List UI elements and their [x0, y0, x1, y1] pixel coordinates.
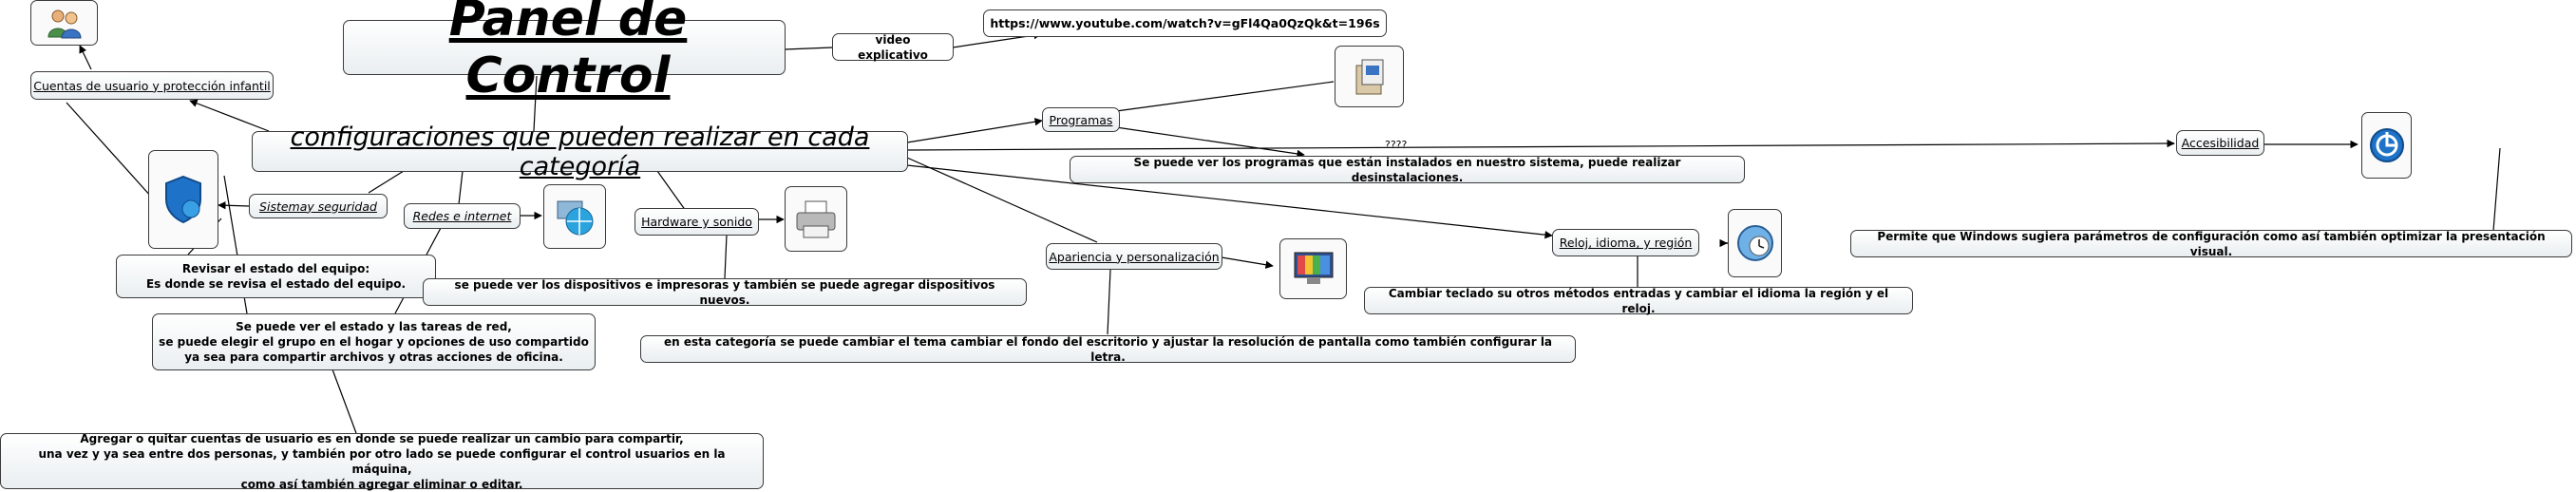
clock-note: Cambiar teclado su otros métodos entrada… [1364, 286, 1913, 315]
hardware-note-text: se puede ver los dispositivos e impresor… [454, 277, 995, 307]
user-accounts-note-line-2: una vez y ya sea entre dos personas, y t… [38, 446, 726, 476]
clock-region-label: Reloj, idioma, y región [1559, 236, 1693, 250]
topic-clock-region[interactable]: Reloj, idioma, y región [1552, 229, 1699, 256]
video-explainer-node[interactable]: video explicativo [832, 32, 954, 62]
security-icon-box [148, 150, 218, 249]
network-icon-box [543, 184, 606, 249]
clock-icon-box [1728, 209, 1782, 277]
page-title: Panel de Control [343, 0, 786, 104]
user-accounts-note-line-3: como así también agregar eliminar o edit… [240, 477, 523, 491]
hardware-label: Hardware y sonido [641, 215, 752, 229]
video-url-node[interactable]: https://www.youtube.com/watch?v=gFl4Qa0Q… [983, 9, 1387, 37]
hardware-note: se puede ver los dispositivos e impresor… [423, 277, 1027, 307]
appearance-icon-box [1279, 238, 1347, 299]
programs-note: Se puede ver los programas que están ins… [1070, 155, 1745, 184]
accessibility-note: Permite que Windows sugiera parámetros d… [1850, 229, 2572, 258]
display-monitor-icon [1294, 252, 1333, 284]
security-note-line-1: Revisar el estado del equipo: [181, 262, 370, 275]
appearance-note: en esta categoría se puede cambiar el te… [640, 334, 1576, 364]
security-label: Sistemay seguridad [259, 199, 377, 214]
security-note-line-2: Es donde se revisa el estado del equipo. [145, 277, 407, 291]
video-explainer-label: video explicativo [858, 32, 928, 62]
network-globe-icon [557, 200, 594, 236]
title-text: Panel de Control [448, 0, 688, 104]
edge-label-unknown: ???? [1385, 139, 1408, 151]
shield-icon [165, 175, 201, 224]
topic-user-accounts[interactable]: Cuentas de usuario y protección infantil [30, 71, 274, 100]
central-topic[interactable]: configuraciones que pueden realizar en c… [252, 123, 908, 181]
topic-security[interactable]: Sistemay seguridad [249, 194, 388, 218]
topic-accessibility[interactable]: Accesibilidad [2176, 130, 2264, 156]
topic-hardware[interactable]: Hardware y sonido [635, 208, 759, 236]
network-note-line-3: ya sea para compartir archivos y otras a… [184, 350, 563, 364]
user-accounts-label: Cuentas de usuario y protección infantil [33, 78, 271, 93]
programs-icon-box [1335, 46, 1404, 107]
network-note: Se puede ver el estado y las tareas de r… [152, 313, 596, 370]
hardware-icon-box [785, 186, 847, 252]
appearance-label: Apariencia y personalización [1049, 249, 1220, 264]
network-label: Redes e internet [412, 209, 512, 223]
accessibility-icon-box [2361, 112, 2412, 179]
central-topic-text: configuraciones que pueden realizar en c… [290, 122, 870, 181]
topic-appearance[interactable]: Apariencia y personalización [1046, 243, 1222, 270]
clock-globe-icon [1736, 225, 1773, 261]
network-note-line-2: se puede elegir el grupo en el hogar y o… [159, 335, 589, 349]
topic-programs[interactable]: Programas [1042, 107, 1120, 132]
video-url-link[interactable]: https://www.youtube.com/watch?v=gFl4Qa0Q… [990, 15, 1380, 30]
programs-label: Programas [1049, 112, 1113, 127]
accessibility-label: Accesibilidad [2181, 136, 2260, 150]
security-note: Revisar el estado del equipo: Es donde s… [116, 255, 436, 298]
programs-note-text: Se puede ver los programas que están ins… [1133, 155, 1681, 184]
appearance-note-text: en esta categoría se puede cambiar el te… [663, 334, 1553, 364]
printer-icon [796, 200, 836, 237]
clock-note-text: Cambiar teclado su otros métodos entrada… [1388, 286, 1889, 315]
user-accounts-note-line-1: Agregar o quitar cuentas de usuario es e… [80, 431, 684, 445]
network-note-line-1: Se puede ver el estado y las tareas de r… [236, 320, 512, 333]
user-accounts-note: Agregar o quitar cuentas de usuario es e… [0, 431, 764, 491]
accessibility-icon [2369, 128, 2404, 162]
topic-network[interactable]: Redes e internet [404, 203, 521, 229]
users-icon-box [30, 0, 98, 46]
accessibility-note-text: Permite que Windows sugiera parámetros d… [1877, 229, 2546, 258]
programs-box-icon [1355, 59, 1383, 94]
users-icon [47, 9, 82, 39]
